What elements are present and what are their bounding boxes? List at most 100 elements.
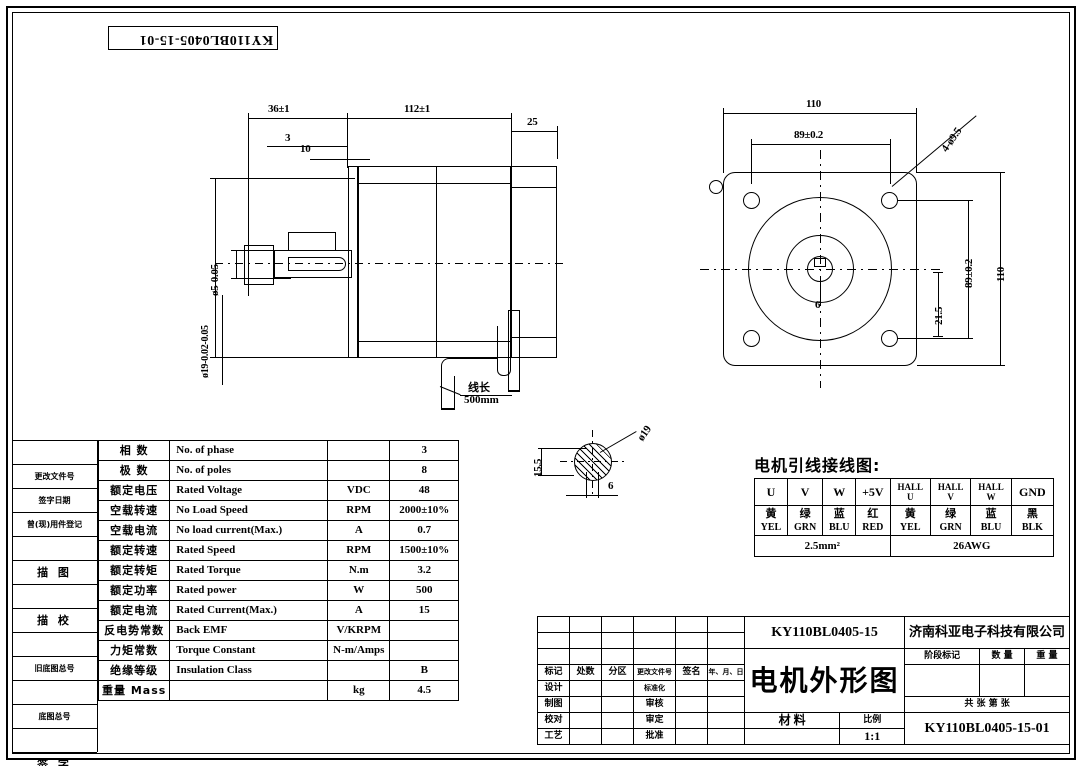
title-role-row: 制图审核 共 张 第 张 [537,696,1070,713]
spec-name-en: Insulation Class [169,660,329,681]
stage-label: 阶段标记 [904,648,981,665]
spec-name-en: Rated Current(Max.) [169,600,329,621]
spec-unit [327,660,391,681]
margin-label-8 [12,633,97,657]
rear-shaft-block [244,245,274,285]
dim-step-a: 3 [285,132,291,144]
role-val4-3 [707,728,745,745]
shaft-section-cl-h [560,461,628,462]
top-part-number-box: KY110BL0405-15-01 [108,26,278,50]
dim-front-length: 36±1 [268,103,290,115]
title-role-row: 校对审定 材 料 比例 KY110BL0405-15-01 [537,712,1070,745]
spec-unit: N.m [327,560,391,581]
dim-key-width: 6 [608,480,614,492]
spec-name-cn: 额定电流 [97,600,171,621]
face-stub-left [709,180,723,194]
dim-line-body-dia [215,178,216,358]
spec-name-cn: 空载转速 [97,500,171,521]
spec-name-cn: 额定转矩 [97,560,171,581]
wiring-signal-0: U [754,478,788,506]
margin-label-7: 描 校 [12,609,97,633]
dim-shaft-dia: ø19-0.02-0.05 [200,325,211,378]
spec-name-cn: 空载电流 [97,520,171,541]
margin-label-6 [12,585,97,609]
spec-name-en: Rated power [169,580,329,601]
wiring-gauge-row: 2.5mm² 26AWG [754,535,1054,557]
body-line [358,183,511,184]
spec-name-cn: 绝缘等级 [97,660,171,681]
dim-tick [933,272,943,273]
margin-label-3: 曾(现)用件登记 [12,513,97,537]
role-label-3: 工艺 [537,728,570,745]
spec-value: 1500±10% [389,540,460,561]
spec-name-cn: 额定功率 [97,580,171,601]
rear-end-cap [511,166,557,358]
spec-name-cn: 相 数 [97,440,171,461]
spec-value: 4.5 [389,680,460,701]
spec-value: 500 [389,580,460,601]
spec-name-en: No Load Speed [169,500,329,521]
spec-value: 8 [389,460,460,481]
mounting-hole-bl [743,330,760,347]
role-val2-0 [601,680,634,697]
dim-line-25 [511,131,558,132]
dim-line-112 [348,118,511,119]
ext-line [898,338,970,339]
spec-name-en [169,680,329,701]
role-val1-1 [569,696,602,713]
motor-wire-bend [441,358,497,376]
spec-unit: N-m/Amps [327,640,391,661]
wiring-signal-1: V [786,478,824,506]
gauge-power: 2.5mm² [754,535,891,557]
role-label2-0: 标准化 [633,680,676,697]
gauge-signal: 26AWG [889,535,1054,557]
role-label2-1: 审核 [633,696,676,713]
spec-unit: W [327,580,391,601]
margin-label-5: 描 图 [12,561,97,585]
leader-line [460,395,512,396]
role-val3-0 [675,680,708,697]
shaft-step [288,232,336,250]
ext-line [586,472,587,498]
dim-line-89-v [968,200,969,339]
motor-wire-left [497,326,511,376]
spec-name-cn: 额定电压 [97,480,171,501]
drawing-name: 电机外形图 [743,648,906,713]
ext-line [215,178,355,179]
role-label-0: 设计 [537,680,570,697]
ext-line [236,250,291,251]
wire-end [508,390,520,392]
ext-line [538,448,586,449]
spec-value: 3 [389,440,460,461]
company-name: 济南科亚电子科技有限公司 [904,616,1070,649]
margin-label-9: 旧底图总号 [12,657,97,681]
role-val4-2 [707,712,745,729]
ext-line [538,475,574,476]
ext-line [598,472,599,498]
sheet-count: 共 张 第 张 [904,696,1070,713]
spec-name-en: Rated Torque [169,560,329,581]
role-label2-3: 批准 [633,728,676,745]
wiring-signal-7: GND [1010,478,1055,506]
dim-center-bore: 6 [815,299,821,311]
rev-header-2: 分区 [601,664,634,681]
centerline-face-v [820,150,821,388]
